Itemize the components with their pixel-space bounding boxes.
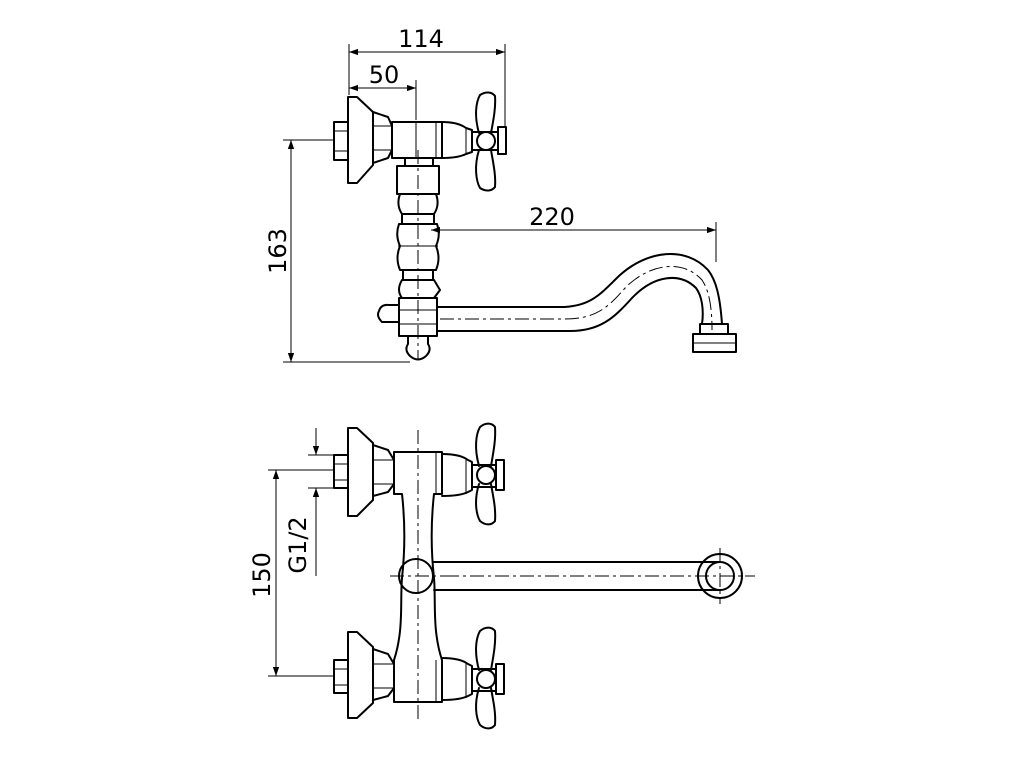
dimension-thread-label: G1/2 (284, 516, 312, 573)
dimension-150-label: 150 (248, 552, 276, 598)
side-eccentric-nut (372, 111, 393, 164)
side-wall-flange (333, 96, 374, 184)
dimension-114-label: 114 (398, 25, 444, 53)
dimension-150: 150 (248, 469, 334, 677)
side-view: 114 50 220 163 (264, 25, 737, 363)
side-spout (436, 252, 737, 353)
dimension-50: 50 (349, 61, 417, 120)
dimension-220: 220 (431, 203, 717, 262)
dimension-50-label: 50 (369, 61, 400, 89)
front-top-cross-handle (441, 422, 505, 526)
front-body (390, 430, 445, 720)
front-top-inlet (333, 427, 395, 517)
front-spout (433, 548, 755, 604)
dimension-163-label: 163 (264, 228, 292, 274)
side-body (391, 121, 473, 159)
side-cross-handle (471, 91, 507, 192)
front-bottom-cross-handle (441, 626, 505, 730)
front-view: G1/2 150 (248, 422, 755, 730)
dimension-220-label: 220 (529, 203, 575, 231)
front-bottom-inlet (333, 631, 395, 719)
dimension-thread: G1/2 (284, 428, 334, 576)
dimension-163: 163 (264, 139, 410, 363)
dimension-114: 114 (348, 25, 506, 126)
side-column (377, 150, 441, 361)
